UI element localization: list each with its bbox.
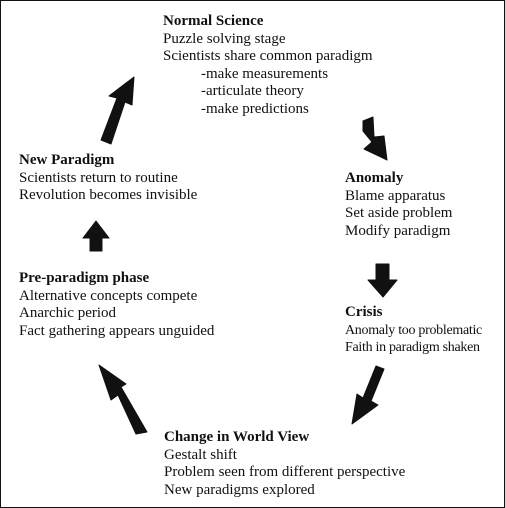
node-line: Puzzle solving stage <box>163 30 286 47</box>
node-line: Anomaly too problematic <box>345 322 482 338</box>
node-line: Alternative concepts compete <box>19 287 198 304</box>
node-line: Faith in paradigm shaken <box>345 340 480 355</box>
arrow-normal-science-to-anomaly <box>362 116 388 161</box>
node-line: Blame apparatus <box>345 187 446 204</box>
node-title: Anomaly <box>345 170 404 186</box>
node-line: Fact gathering appears unguided <box>19 322 215 339</box>
node-subline: -make predictions <box>201 100 309 117</box>
arrow-anomaly-to-crisis <box>367 263 398 298</box>
node-subline: -articulate theory <box>201 83 304 99</box>
node-line: Scientists share common paradigm <box>163 48 373 64</box>
node-line: Scientists return to routine <box>19 169 178 186</box>
node-line: Modify paradigm <box>345 222 451 239</box>
node-line: Set aside problem <box>345 205 453 221</box>
node-line: Revolution becomes invisible <box>19 187 198 203</box>
node-line: Problem seen from different perspective <box>164 464 406 480</box>
arrow-new-paradigm-to-normal-science <box>100 76 135 145</box>
node-normal-science: Normal Science Puzzle solving stage Scie… <box>163 13 373 118</box>
arrow-crisis-to-change-in-world-view <box>351 365 385 425</box>
node-anomaly: Anomaly Blame apparatus Set aside proble… <box>345 170 452 240</box>
node-title: Normal Science <box>163 13 264 29</box>
node-subline: -make measurements <box>201 65 329 82</box>
node-title: Change in World View <box>164 429 310 445</box>
node-line: Anarchic period <box>19 305 117 321</box>
node-title: Pre-paradigm phase <box>19 270 150 286</box>
node-change-in-world-view: Change in World View Gestalt shift Probl… <box>164 429 405 499</box>
node-title: Crisis <box>345 304 383 320</box>
node-line: Gestalt shift <box>164 446 237 463</box>
node-title: New Paradigm <box>19 152 115 168</box>
node-pre-paradigm-phase: Pre-paradigm phase Alternative concepts … <box>19 270 214 340</box>
node-line: New paradigms explored <box>164 481 315 498</box>
arrow-pre-paradigm-to-new-paradigm <box>82 220 110 252</box>
node-new-paradigm: New Paradigm Scientists return to routin… <box>19 152 197 205</box>
arrow-change-to-pre-paradigm <box>98 364 148 435</box>
node-crisis: Crisis Anomaly too problematic Faith in … <box>345 304 482 357</box>
